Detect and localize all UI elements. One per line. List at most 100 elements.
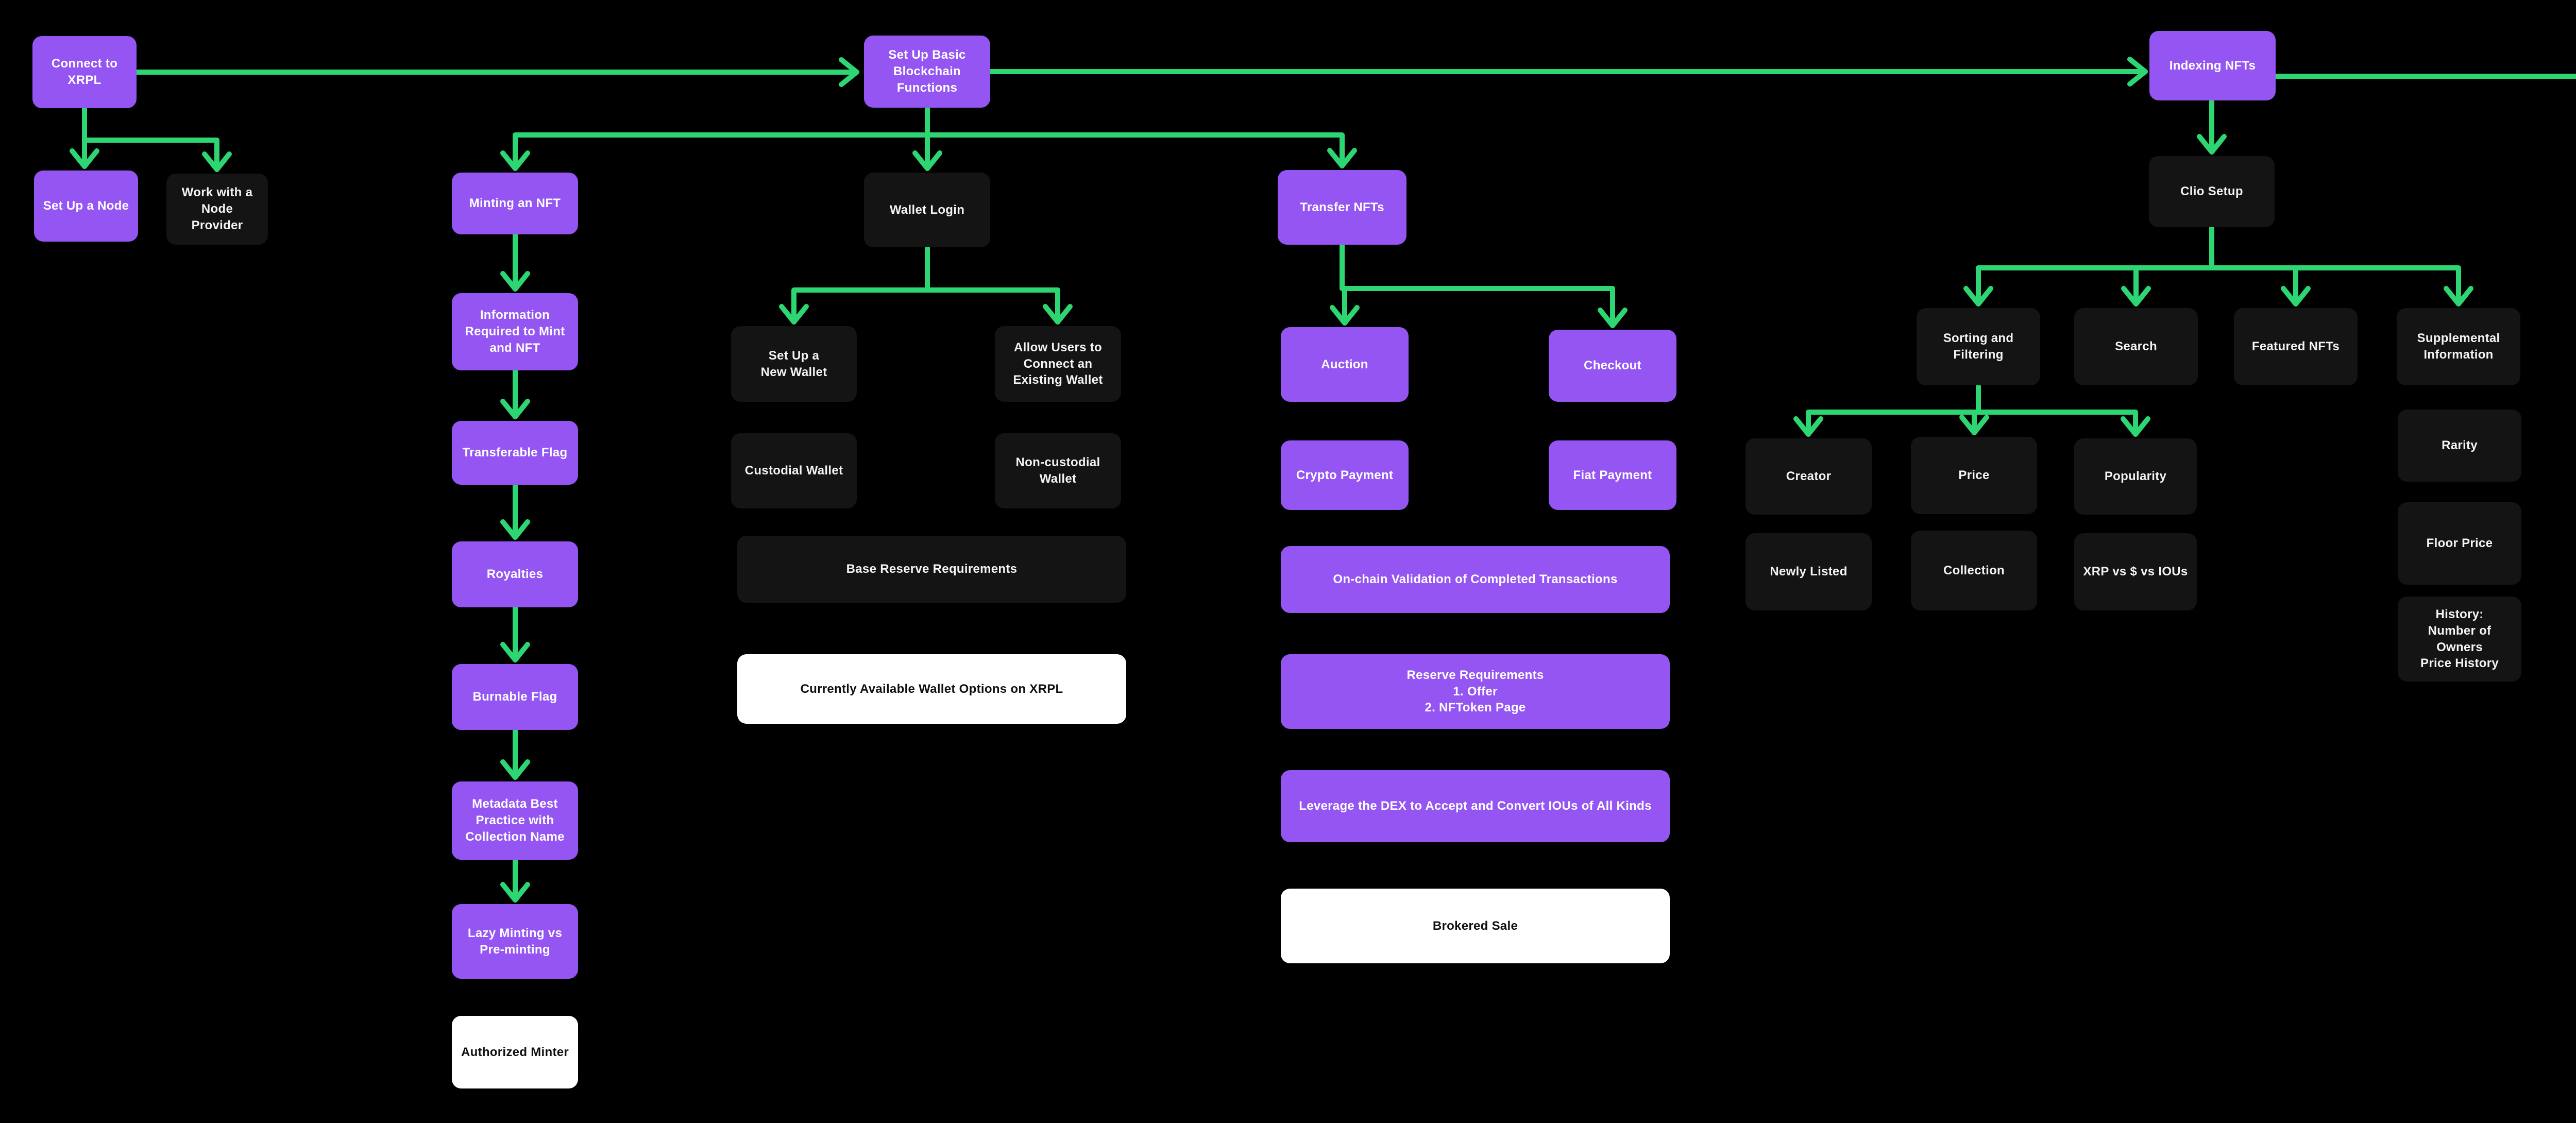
node-allow-users-connect-wallet[interactable]: Allow Users to Connect an Existing Walle…: [995, 326, 1121, 402]
arrowhead-icon: [2197, 134, 2227, 155]
node-minting-an-nft[interactable]: Minting an NFT: [452, 173, 578, 234]
edge-wallet-login-to-allow-users: [925, 245, 1073, 325]
node-wallet-login[interactable]: Wallet Login: [864, 173, 990, 247]
node-custodial-wallet[interactable]: Custodial Wallet: [731, 433, 857, 508]
arrowhead-icon: [1963, 286, 1993, 307]
node-label: Transfer NFTs: [1300, 200, 1384, 214]
node-rarity[interactable]: Rarity: [2398, 410, 2521, 482]
node-label: Wallet Login: [889, 202, 965, 217]
edge-sorting-to-price: [1959, 383, 1989, 435]
node-featured-nfts[interactable]: Featured NFTs: [2234, 308, 2358, 385]
node-label: Supplemental Information: [2417, 331, 2500, 362]
arrowhead-icon: [500, 399, 530, 419]
edge-connect-to-setup-basic: [134, 57, 859, 87]
edge-information-to-transferable: [500, 368, 530, 419]
node-label: Featured NFTs: [2251, 339, 2340, 354]
arrowhead-icon: [500, 642, 530, 662]
node-label: Lazy Minting vs Pre-minting: [467, 926, 563, 957]
edge-transfer-to-checkout: [1340, 242, 1628, 328]
node-transfer-nfts[interactable]: Transfer NFTs: [1278, 170, 1406, 245]
node-label: Leverage the DEX to Accept and Convert I…: [1299, 799, 1652, 813]
node-connect-to-xrpl[interactable]: Connect to XRPL: [32, 36, 137, 108]
arrowhead-icon: [2444, 286, 2473, 307]
node-set-up-basic-blockchain[interactable]: Set Up Basic Blockchain Functions: [864, 36, 990, 108]
edge-minting-to-information: [500, 232, 530, 292]
node-label: Transferable Flag: [462, 446, 568, 460]
arrowhead-icon: [500, 519, 530, 540]
node-creator[interactable]: Creator: [1745, 438, 1872, 515]
arrowhead-icon: [70, 148, 99, 169]
node-collection[interactable]: Collection: [1911, 531, 2037, 610]
node-label: Indexing NFTs: [2169, 58, 2256, 73]
node-label: Price: [1958, 468, 1990, 483]
node-price[interactable]: Price: [1911, 437, 2037, 514]
node-label: Crypto Payment: [1296, 468, 1394, 482]
node-reserve-requirements[interactable]: Reserve Requirements 1. Offer 2. NFToken…: [1281, 654, 1670, 729]
edge-burnable-to-metadata: [500, 727, 530, 780]
edge-sorting-to-creator: [1793, 383, 1981, 437]
edge-royalties-to-burnable: [500, 605, 530, 662]
edge-indexing-to-nft-caching: [2273, 74, 2576, 79]
node-base-reserve-requirements[interactable]: Base Reserve Requirements: [737, 536, 1126, 603]
node-information-required[interactable]: Information Required to Mint and NFT: [452, 293, 578, 370]
node-indexing-nfts[interactable]: Indexing NFTs: [2149, 31, 2276, 100]
arrowhead-icon: [1598, 308, 1628, 328]
arrowhead-icon: [500, 271, 530, 292]
node-supplemental-information[interactable]: Supplemental Information: [2397, 308, 2520, 385]
node-royalties[interactable]: Royalties: [452, 541, 578, 607]
arrowhead-icon: [839, 57, 859, 87]
node-label: Burnable Flag: [472, 690, 557, 704]
node-label: Set Up a New Wallet: [760, 348, 827, 379]
node-burnable-flag[interactable]: Burnable Flag: [452, 664, 578, 730]
arrowhead-icon: [500, 150, 530, 171]
node-authorized-minter[interactable]: Authorized Minter: [452, 1016, 578, 1088]
node-label: Set Up a Node: [43, 199, 129, 213]
node-set-up-new-wallet[interactable]: Set Up a New Wallet: [731, 326, 857, 402]
arrowhead-icon: [500, 882, 530, 903]
node-history-owners-price[interactable]: History: Number of Owners Price History: [2398, 597, 2521, 682]
node-brokered-sale[interactable]: Brokered Sale: [1281, 889, 1670, 963]
node-sorting-and-filtering[interactable]: Sorting and Filtering: [1917, 308, 2040, 385]
edge-clio-to-search: [2121, 225, 2214, 307]
node-label: Popularity: [2104, 469, 2167, 484]
node-newly-listed[interactable]: Newly Listed: [1745, 533, 1872, 610]
node-label: Work with a Node Provider: [181, 185, 253, 232]
edge-setup-basic-to-indexing: [988, 57, 2148, 87]
node-label: Custodial Wallet: [744, 464, 843, 478]
node-label: Search: [2115, 339, 2157, 354]
node-label: History: Number of Owners Price History: [2420, 607, 2499, 671]
node-label: Brokered Sale: [1432, 918, 1518, 933]
node-label: Royalties: [486, 567, 544, 582]
edge-setup-basic-to-transfer: [925, 105, 1357, 168]
node-floor-price[interactable]: Floor Price: [2398, 502, 2521, 585]
node-wallet-options-xrpl[interactable]: Currently Available Wallet Options on XR…: [737, 654, 1126, 724]
edge-sorting-to-popularity: [1976, 383, 2150, 437]
node-auction[interactable]: Auction: [1281, 327, 1409, 402]
node-checkout[interactable]: Checkout: [1549, 330, 1676, 402]
edge-connect-to-node-provider: [82, 106, 232, 172]
node-xrp-vs-usd-vs-ious[interactable]: XRP vs $ vs IOUs: [2074, 533, 2197, 610]
node-onchain-validation[interactable]: On-chain Validation of Completed Transac…: [1281, 546, 1670, 613]
edge-clio-to-supplemental: [2209, 225, 2473, 307]
arrowhead-icon: [500, 759, 530, 780]
arrowhead-icon: [2121, 286, 2151, 307]
node-non-custodial-wallet[interactable]: Non-custodial Wallet: [995, 433, 1121, 508]
node-fiat-payment[interactable]: Fiat Payment: [1549, 440, 1676, 510]
node-leverage-the-dex[interactable]: Leverage the DEX to Accept and Convert I…: [1281, 770, 1670, 842]
arrowhead-icon: [912, 150, 942, 171]
node-lazy-minting-vs-preminting[interactable]: Lazy Minting vs Pre-minting: [452, 904, 578, 979]
node-set-up-a-node[interactable]: Set Up a Node: [34, 171, 138, 242]
node-label: Creator: [1786, 469, 1832, 484]
node-work-with-node-provider[interactable]: Work with a Node Provider: [166, 174, 268, 245]
node-search[interactable]: Search: [2074, 308, 2198, 385]
node-crypto-payment[interactable]: Crypto Payment: [1281, 440, 1409, 510]
edge-transferable-to-royalties: [500, 482, 530, 540]
node-transferable-flag[interactable]: Transferable Flag: [452, 421, 578, 485]
node-label: Non-custodial Wallet: [1015, 455, 1100, 486]
node-label: Collection: [1943, 563, 2005, 577]
arrowhead-icon: [779, 304, 809, 325]
node-popularity[interactable]: Popularity: [2074, 438, 2197, 515]
node-metadata-best-practice[interactable]: Metadata Best Practice with Collection N…: [452, 781, 578, 860]
node-label: Sorting and Filtering: [1943, 331, 2014, 362]
node-clio-setup[interactable]: Clio Setup: [2149, 156, 2275, 227]
